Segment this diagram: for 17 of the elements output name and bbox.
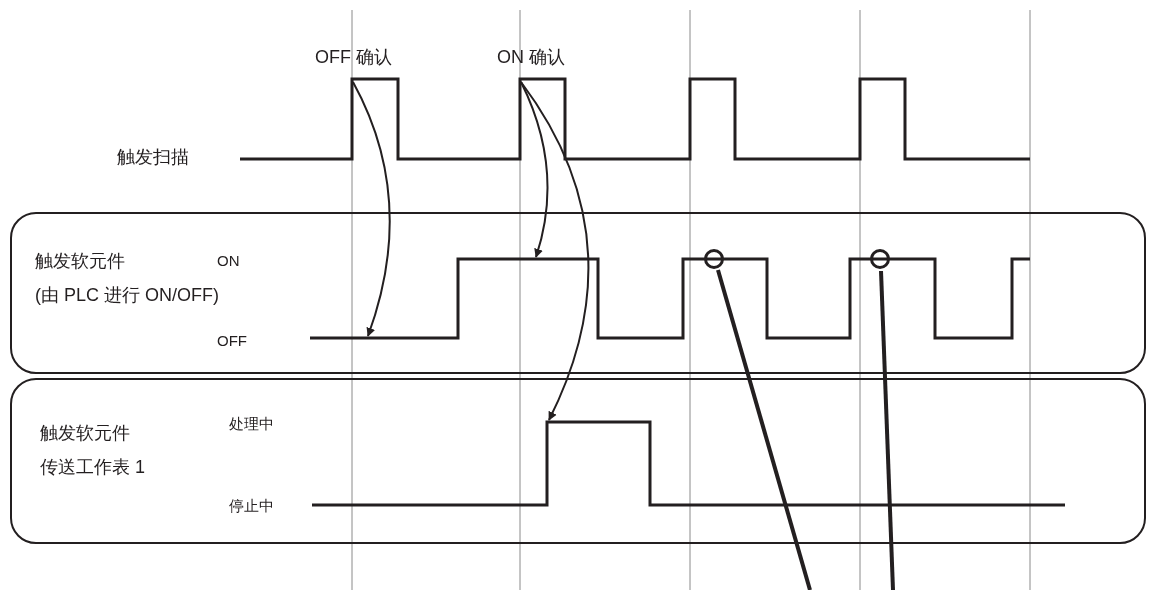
circle-marker (704, 249, 724, 269)
circle-marker (870, 249, 890, 269)
level-label: ON (217, 252, 240, 270)
curved-arrow (520, 81, 549, 258)
curved-arrow (352, 81, 391, 337)
annotation-label: ON 确认 (497, 47, 565, 69)
signal-name: 触发软元件传送工作表 1 (40, 422, 145, 479)
signal-panel (10, 212, 1146, 374)
level-label: OFF (217, 332, 247, 350)
annotation-label: OFF 确认 (315, 47, 392, 69)
signal-name: 触发扫描 (117, 147, 189, 169)
leader-line (879, 270, 895, 590)
signal-panel (10, 378, 1146, 544)
leader-line (716, 269, 812, 590)
curved-arrow (520, 81, 590, 421)
level-label: 停止中 (229, 497, 274, 515)
level-label: 处理中 (229, 415, 274, 433)
